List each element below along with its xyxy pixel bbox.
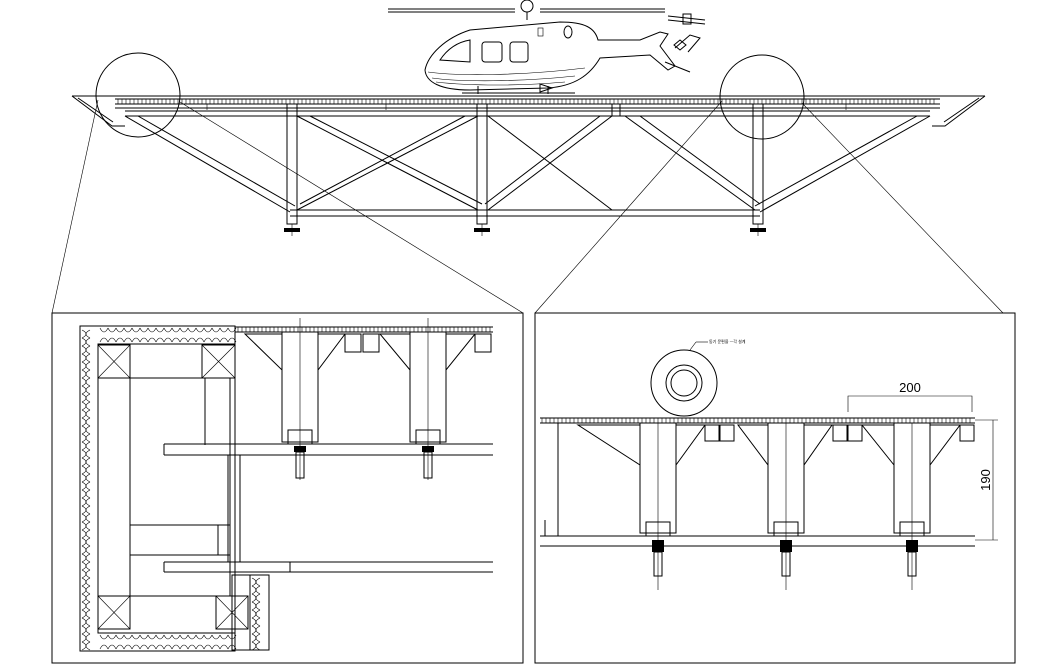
deck-plate [71, 95, 986, 127]
truss-frame [124, 103, 931, 236]
deck-extrusion-right [540, 417, 975, 590]
tire-icon [650, 349, 718, 417]
insulated-edge-wall [79, 325, 270, 652]
detail-callout-right [719, 54, 805, 140]
detail-callout-left [95, 52, 181, 138]
helicopter-icon [388, 0, 706, 94]
dimension-height: 190 [975, 419, 998, 541]
detail-panel-right: 동기 문편을 ㅡ각 설계 [534, 312, 1016, 664]
helideck-elevation [51, 52, 1004, 314]
note-leader: 동기 문편을 ㅡ각 설계 [689, 338, 746, 351]
dimension-width: 200 [847, 380, 973, 412]
dimension-width-label: 200 [899, 380, 921, 395]
dimension-height-label: 190 [978, 469, 993, 491]
note-label: 동기 문편을 ㅡ각 설계 [709, 338, 746, 344]
deck-extrusion-left [163, 318, 493, 573]
detail-panel-left [51, 312, 524, 664]
